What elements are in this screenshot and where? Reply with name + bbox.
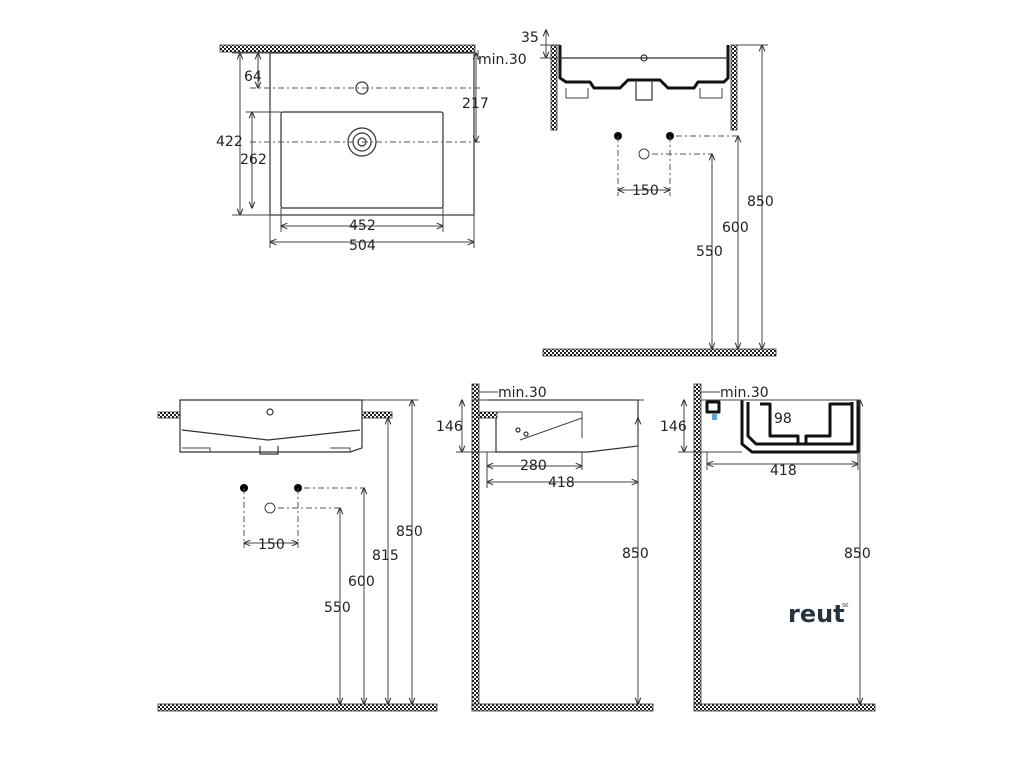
wall-hatch (219, 44, 476, 53)
label-min30: min.30 (720, 385, 769, 401)
bowl-outline (280, 111, 444, 209)
floor-hatch (471, 703, 654, 712)
label-418: 418 (548, 475, 575, 491)
label-64: 64 (244, 69, 262, 85)
label-min30: min.30 (498, 385, 547, 401)
brand-suffix: SK (842, 603, 849, 609)
wall-right-hatch (730, 44, 738, 131)
label-146: 146 (660, 419, 687, 435)
label-850: 850 (396, 524, 423, 540)
label-550: 550 (696, 244, 723, 260)
front-view: 150 550 600 815 850 (157, 400, 438, 712)
label-146: 146 (436, 419, 463, 435)
label-452: 452 (349, 218, 376, 234)
label-600: 600 (348, 574, 375, 590)
counter-hatch (478, 411, 498, 419)
label-35: 35 (521, 30, 539, 46)
label-815: 815 (372, 548, 399, 564)
label-150: 150 (258, 537, 285, 553)
label-850: 850 (622, 546, 649, 562)
label-217: 217 (462, 96, 489, 112)
floor-hatch (693, 703, 876, 712)
label-280: 280 (520, 458, 547, 474)
counter-right-hatch (361, 411, 393, 419)
side-view-top: 35 150 600 550 850 (521, 30, 777, 357)
label-418: 418 (770, 463, 797, 479)
counter-left-hatch (157, 411, 181, 419)
brand-name: reut (788, 600, 845, 628)
label-262: 262 (240, 152, 267, 168)
brand-logo: reut SK (788, 600, 849, 628)
label-850: 850 (747, 194, 774, 210)
side-view-mid: min.30 146 280 418 850 (436, 383, 654, 712)
label-550: 550 (324, 600, 351, 616)
label-850: 850 (844, 546, 871, 562)
label-150: 150 (632, 183, 659, 199)
label-422: 422 (216, 134, 243, 150)
wall-hatch (471, 383, 480, 711)
label-98: 98 (774, 411, 792, 427)
label-600: 600 (722, 220, 749, 236)
floor-hatch (157, 703, 438, 712)
floor-hatch (542, 348, 777, 357)
top-view: min.30 64 422 262 217 452 504 (216, 44, 527, 254)
label-504: 504 (349, 238, 376, 254)
wall-hatch (693, 383, 702, 711)
section-view: min.30 146 98 418 850 (660, 383, 876, 712)
label-min30: min.30 (478, 52, 527, 68)
